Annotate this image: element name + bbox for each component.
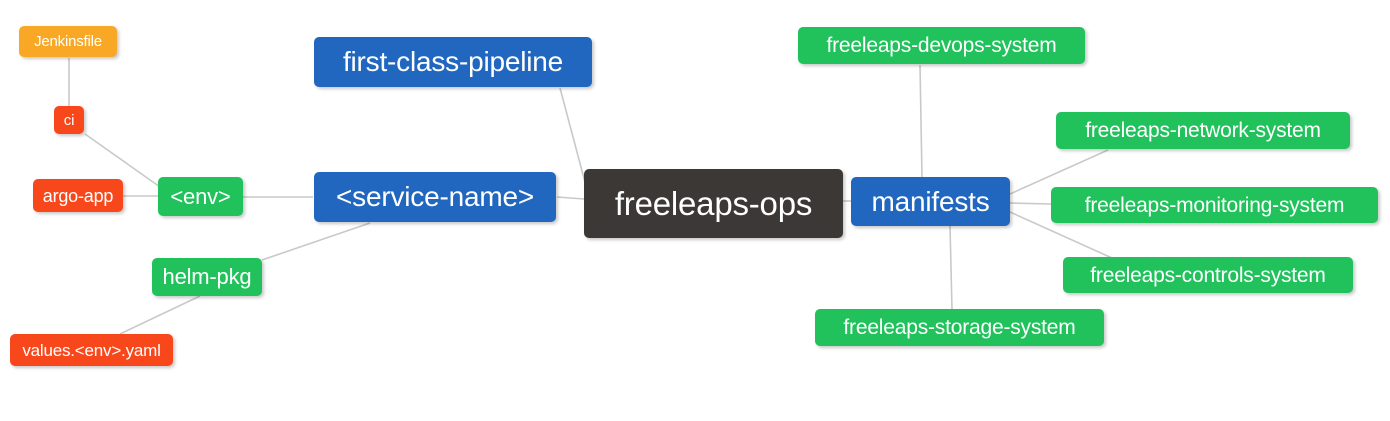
node-label: Jenkinsfile (34, 33, 102, 50)
node-values-env-yaml[interactable]: values.<env>.yaml (10, 334, 173, 366)
node-label: freeleaps-ops (614, 185, 813, 222)
edge-manifests-to-freeleaps-storage-system (949, 225, 953, 310)
node-service-name[interactable]: <service-name> (314, 172, 556, 222)
node-label: freeleaps-network-system (1085, 119, 1321, 142)
node-label: argo-app (42, 185, 114, 206)
node-label: freeleaps-monitoring-system (1084, 193, 1345, 217)
edge-freeleaps-ops-to-service-name (556, 196, 585, 200)
node-freeleaps-devops-system[interactable]: freeleaps-devops-system (798, 27, 1085, 64)
node-ci[interactable]: ci (54, 106, 84, 134)
node-freeleaps-ops[interactable]: freeleaps-ops (584, 169, 843, 238)
node-freeleaps-controls-system[interactable]: freeleaps-controls-system (1063, 257, 1353, 293)
node-label: manifests (871, 185, 990, 217)
node-freeleaps-storage-system[interactable]: freeleaps-storage-system (815, 309, 1104, 346)
node-label: values.<env>.yaml (22, 340, 161, 360)
node-label: <service-name> (336, 181, 534, 212)
node-label: freeleaps-storage-system (843, 316, 1076, 339)
node-freeleaps-monitoring-system[interactable]: freeleaps-monitoring-system (1051, 187, 1378, 223)
node-label: <env> (170, 183, 231, 209)
node-label: ci (63, 111, 75, 129)
node-manifests[interactable]: manifests (851, 177, 1010, 226)
edge-manifests-to-freeleaps-devops-system (919, 64, 923, 178)
node-label: helm-pkg (162, 264, 252, 289)
node-argo-app[interactable]: argo-app (33, 179, 123, 212)
node-first-class-pipeline[interactable]: first-class-pipeline (314, 37, 592, 87)
edge-helm-pkg-to-values-env-yaml (119, 295, 201, 335)
node-jenkinsfile[interactable]: Jenkinsfile (19, 26, 117, 57)
edge-service-name-to-helm-pkg (261, 222, 371, 261)
node-freeleaps-network-system[interactable]: freeleaps-network-system (1056, 112, 1350, 149)
edge-freeleaps-ops-to-first-class-pipeline (559, 87, 587, 187)
node-label: first-class-pipeline (342, 46, 564, 77)
node-label: freeleaps-controls-system (1090, 263, 1326, 287)
node-label: freeleaps-devops-system (826, 34, 1057, 57)
node-helm-pkg[interactable]: helm-pkg (152, 258, 262, 296)
node-env[interactable]: <env> (158, 177, 243, 216)
edge-manifests-to-freeleaps-monitoring-system (1009, 202, 1052, 205)
